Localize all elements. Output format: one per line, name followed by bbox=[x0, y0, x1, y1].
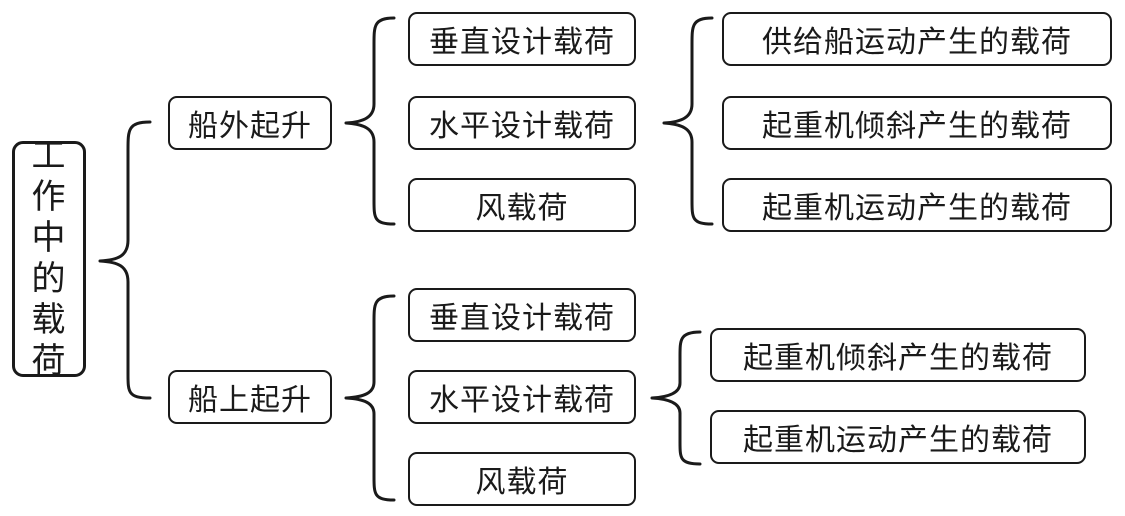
root-bracket bbox=[98, 120, 152, 400]
root-char: 载 bbox=[31, 300, 67, 340]
load-node-vertical: 垂直设计载荷 bbox=[408, 12, 636, 66]
source-node: 起重机倾斜产生的载荷 bbox=[722, 96, 1112, 150]
root-char: 工 bbox=[31, 136, 67, 176]
onboard-bracket bbox=[344, 294, 396, 502]
horizontal-bracket-outboard bbox=[662, 16, 714, 226]
source-node: 起重机倾斜产生的载荷 bbox=[710, 328, 1086, 382]
source-node: 起重机运动产生的载荷 bbox=[722, 178, 1112, 232]
load-node-horizontal: 水平设计载荷 bbox=[408, 96, 636, 150]
horizontal-bracket-onboard bbox=[650, 330, 702, 466]
source-node: 起重机运动产生的载荷 bbox=[710, 410, 1086, 464]
root-char: 中 bbox=[31, 218, 67, 258]
load-node-vertical: 垂直设计载荷 bbox=[408, 288, 636, 342]
outboard-bracket bbox=[344, 16, 396, 226]
root-char: 荷 bbox=[31, 341, 67, 381]
root-char: 作 bbox=[31, 177, 67, 217]
source-node: 供给船运动产生的载荷 bbox=[722, 12, 1112, 66]
branch-onboard-lift: 船上起升 bbox=[168, 370, 332, 424]
load-node-horizontal: 水平设计载荷 bbox=[408, 370, 636, 424]
load-node-wind: 风载荷 bbox=[408, 452, 636, 506]
root-node-working-loads: 工 作 中 的 载 荷 bbox=[12, 136, 86, 381]
root-char: 的 bbox=[31, 259, 67, 299]
branch-outboard-lift: 船外起升 bbox=[168, 96, 332, 150]
load-node-wind: 风载荷 bbox=[408, 178, 636, 232]
